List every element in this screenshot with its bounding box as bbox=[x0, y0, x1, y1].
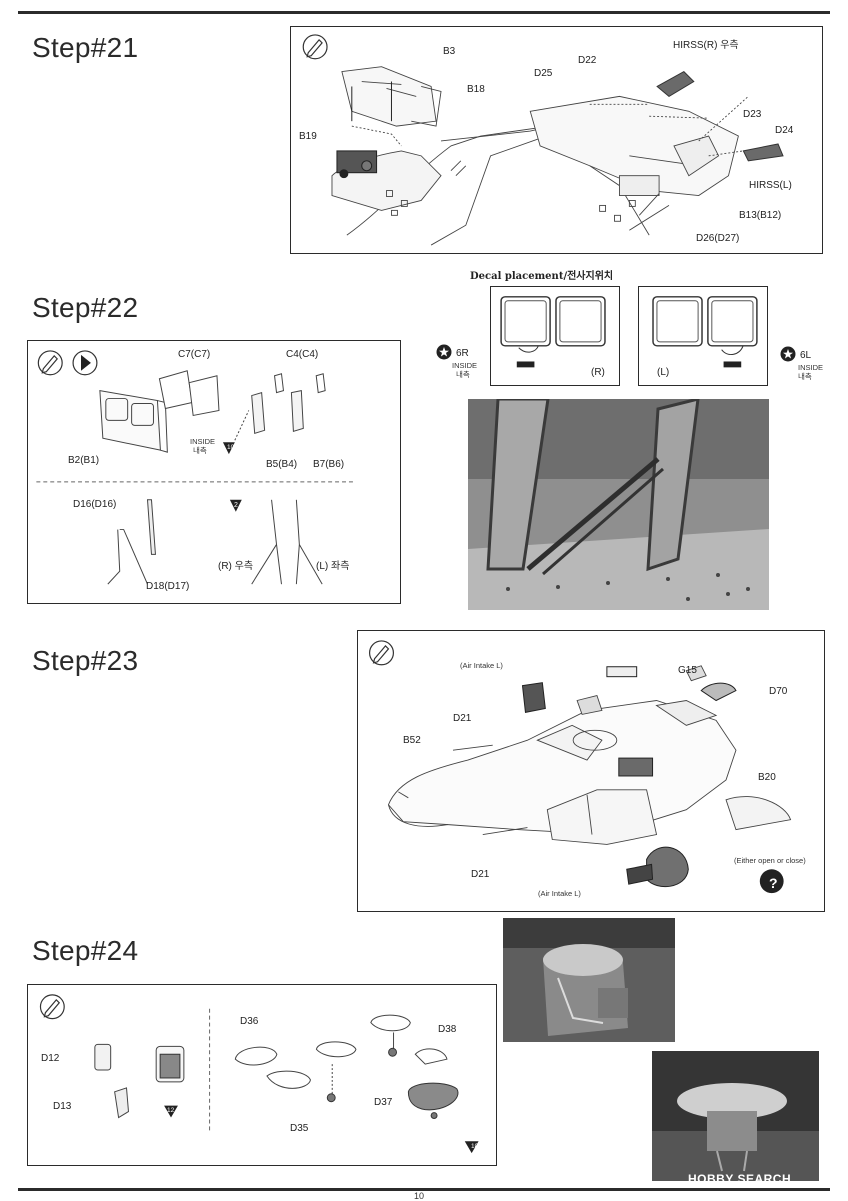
marker-2-icon bbox=[229, 499, 242, 512]
label-left: (L) 좌측 bbox=[316, 561, 350, 572]
label-either: (Either open or close) bbox=[734, 856, 806, 865]
label-b2: B2(B1) bbox=[68, 455, 100, 466]
label-d26: D26(D27) bbox=[696, 233, 740, 244]
step22-diagram: C7(C7) C4(C4) B2(B1) INSIDE 내측 10 B5(B4)… bbox=[27, 340, 401, 604]
label-hirss-l: HIRSS(L) bbox=[749, 180, 792, 191]
decal-l-code: 6L bbox=[800, 350, 812, 361]
question-icon bbox=[759, 869, 784, 894]
label-d21-top: D21 bbox=[453, 713, 472, 724]
pencil-icon bbox=[37, 350, 63, 376]
direction-arrow-icon bbox=[72, 350, 98, 376]
label-d70: D70 bbox=[769, 686, 788, 697]
label-right: (R) 우측 bbox=[218, 561, 254, 572]
reference-photo-seat-2 bbox=[652, 1051, 819, 1181]
step24-diagram: D36 D38 D12 D13 12 D37 D35 10 bbox=[27, 984, 497, 1166]
decal-r-inside: INSIDE bbox=[452, 361, 478, 370]
decal-left-panel: (L) bbox=[638, 286, 768, 386]
label-step-ref: 10 bbox=[227, 444, 235, 451]
top-rule bbox=[18, 11, 830, 14]
page-number: 10 bbox=[414, 1191, 425, 1201]
label-help: ? bbox=[769, 875, 778, 891]
step21-title: Step#21 bbox=[32, 32, 139, 63]
label-hirss-r: HIRSS(R) 우측 bbox=[673, 40, 739, 51]
label-d24: D24 bbox=[775, 125, 794, 136]
label-marker-2: 2 bbox=[234, 502, 238, 509]
label-d18: D18(D17) bbox=[146, 581, 190, 592]
label-d22: D22 bbox=[578, 55, 597, 66]
label-c4: C4(C4) bbox=[286, 349, 319, 360]
step23-diagram: (Air Intake L) G15 D70 D21 B52 B20 (Eith… bbox=[357, 630, 825, 912]
label-d13: D13 bbox=[53, 1101, 72, 1112]
decal-l-inside-ko: 내측 bbox=[798, 372, 812, 381]
label-inside: INSIDE bbox=[190, 437, 216, 446]
label-b7: B7(B6) bbox=[313, 459, 345, 470]
label-air-intake-bottom: (Air Intake L) bbox=[538, 889, 581, 898]
step21-diagram: B3 B18 B19 D25 D22 HIRSS(R) 우측 D23 D24 H… bbox=[290, 26, 823, 254]
step-ref-marker-icon bbox=[464, 1141, 479, 1154]
label-b3: B3 bbox=[443, 46, 456, 57]
watermark-text: HOBBY SEARCH bbox=[688, 1172, 792, 1186]
label-b20: B20 bbox=[758, 772, 776, 783]
label-d38: D38 bbox=[438, 1024, 457, 1035]
decal-title: Decal placement/전사지위치 bbox=[470, 271, 614, 282]
bottom-rule bbox=[18, 1188, 830, 1191]
step22-drawing bbox=[36, 350, 356, 585]
step22-title: Step#22 bbox=[32, 292, 139, 323]
label-b52: B52 bbox=[403, 735, 421, 746]
label-inside-ko: 내측 bbox=[193, 446, 207, 455]
reference-photo-cockpit-doors bbox=[468, 399, 769, 610]
label-d21-bottom: D21 bbox=[471, 869, 490, 880]
pencil-icon bbox=[368, 640, 395, 666]
pencil-icon bbox=[39, 994, 65, 1020]
label-d23: D23 bbox=[743, 109, 762, 120]
pencil-icon bbox=[302, 34, 328, 60]
step24-title: Step#24 bbox=[32, 935, 139, 966]
decal-left-label: (L) bbox=[657, 367, 670, 378]
label-d36: D36 bbox=[240, 1016, 259, 1027]
label-b18: B18 bbox=[467, 84, 485, 95]
decal-right-label: (R) bbox=[591, 367, 605, 378]
step-ref-marker-icon bbox=[164, 1105, 178, 1118]
label-b13: B13(B12) bbox=[739, 210, 782, 221]
decal-r-code: 6R bbox=[456, 348, 469, 359]
label-step-ref-10: 10 bbox=[471, 1143, 479, 1150]
step21-drawing bbox=[302, 34, 784, 246]
step24-drawing bbox=[39, 994, 479, 1154]
label-c7: C7(C7) bbox=[178, 349, 211, 360]
label-d37: D37 bbox=[374, 1097, 393, 1108]
decal-right-panel: (R) bbox=[490, 286, 620, 386]
label-b5: B5(B4) bbox=[266, 459, 298, 470]
label-d16: D16(D16) bbox=[73, 499, 117, 510]
label-b19: B19 bbox=[299, 131, 317, 142]
reference-photo-seat-1 bbox=[503, 918, 675, 1042]
label-d25: D25 bbox=[534, 68, 553, 79]
step23-drawing bbox=[368, 640, 792, 894]
decal-l-inside: INSIDE bbox=[798, 363, 824, 372]
label-d35: D35 bbox=[290, 1123, 309, 1134]
label-d12: D12 bbox=[41, 1053, 60, 1064]
label-g15: G15 bbox=[678, 665, 697, 676]
step-ref-marker-icon bbox=[222, 442, 235, 455]
star-icon bbox=[436, 344, 452, 360]
label-step-ref-12: 12 bbox=[167, 1107, 175, 1114]
label-air-intake-top: (Air Intake L) bbox=[460, 661, 503, 670]
star-icon bbox=[780, 346, 796, 362]
decal-r-inside-ko: 내측 bbox=[456, 370, 470, 379]
step23-title: Step#23 bbox=[32, 645, 139, 676]
